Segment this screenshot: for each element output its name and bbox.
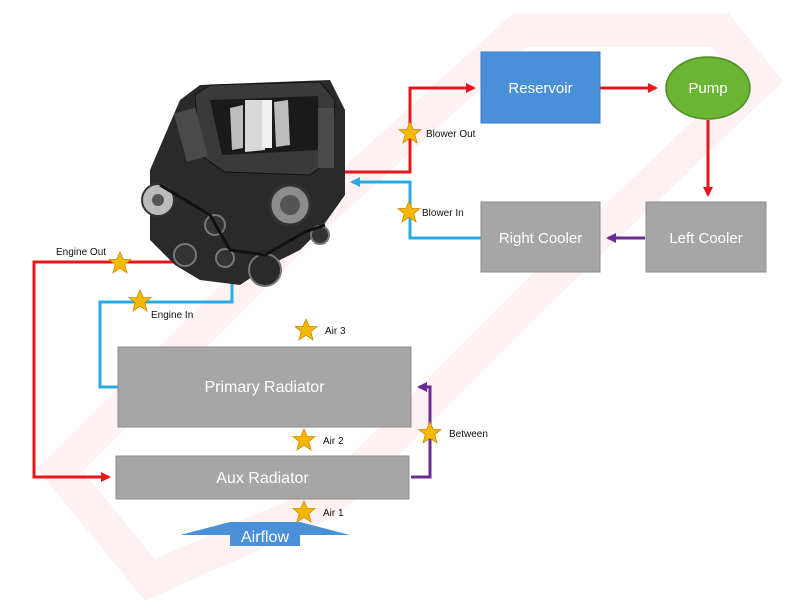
pump-label: Pump — [688, 80, 727, 97]
engine-in-star-icon — [128, 289, 152, 312]
air2-star-icon — [292, 428, 316, 451]
aux-radiator-label: Aux Radiator — [216, 470, 309, 487]
blower-in-label: Blower In — [422, 208, 464, 219]
air1-label: Air 1 — [323, 508, 344, 519]
air2-label: Air 2 — [323, 436, 344, 447]
reservoir-box[interactable]: Reservoir — [480, 51, 601, 124]
aux-radiator-box[interactable]: Aux Radiator — [115, 455, 410, 500]
airflow-arrow: Airflow — [180, 522, 350, 546]
airflow-label: Airflow — [241, 529, 289, 546]
between-label: Between — [449, 429, 488, 440]
engine-out-line — [32, 260, 178, 482]
engine-in-line — [98, 268, 237, 389]
primary-radiator-box[interactable]: Primary Radiator — [117, 346, 412, 428]
air3-star-icon — [294, 318, 318, 341]
pump-node[interactable]: Pump — [665, 56, 751, 120]
engine-in-label: Engine In — [151, 310, 193, 321]
supercharged-engine-image — [141, 80, 345, 287]
engine-out-label: Engine Out — [56, 247, 106, 258]
reservoir-label: Reservoir — [508, 80, 572, 97]
engine-out-star-icon — [108, 251, 132, 274]
right-cooler-label: Right Cooler — [499, 230, 582, 247]
air3-label: Air 3 — [325, 326, 346, 337]
primary-radiator-label: Primary Radiator — [204, 379, 325, 396]
left-cooler-label: Left Cooler — [669, 230, 742, 247]
watermark-logo — [37, 13, 784, 600]
right-cooler-box[interactable]: Right Cooler — [480, 201, 601, 273]
left-cooler-box[interactable]: Left Cooler — [645, 201, 767, 273]
blower-out-label: Blower Out — [426, 129, 476, 140]
